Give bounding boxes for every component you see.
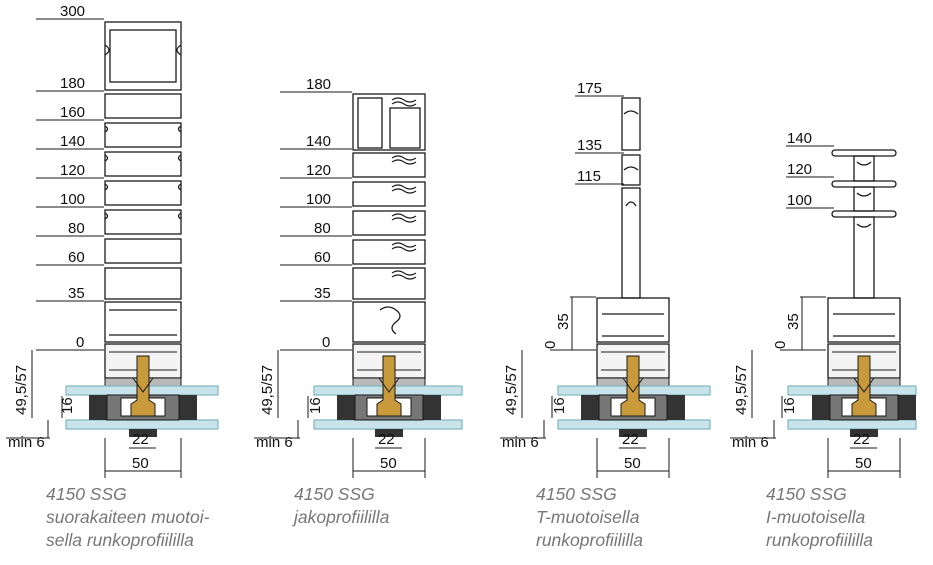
frame-height-dim: 49,5/57 [503, 365, 520, 415]
column-4-dimensions: 49,5/57 16 min 6 22 50 [730, 350, 901, 478]
caption-line: sella runkoprofiililla [46, 530, 194, 550]
inner-width-dim: 22 [132, 431, 149, 448]
caption-column-4: 4150 SSG I-muotoisella runkoprofiililla [766, 483, 873, 552]
level-label: 115 [577, 168, 601, 185]
caption-line: 4150 SSG [766, 484, 847, 504]
column-3-drawing: 175 135 115 35 0 [542, 80, 670, 351]
level-label: 100 [306, 191, 331, 208]
level-label: 80 [68, 220, 85, 237]
level-label: 140 [787, 130, 812, 147]
level-label: 80 [314, 220, 331, 237]
column-3-level-lines [550, 95, 624, 351]
caption-column-3: 4150 SSG T-muotoisella runkoprofiililla [536, 483, 643, 552]
caption-line: runkoprofiililla [536, 530, 643, 550]
level-label: 120 [306, 162, 331, 179]
level-label-rotated: 0 [542, 341, 559, 349]
caption-line: runkoprofiililla [766, 530, 873, 550]
level-label: 0 [76, 334, 84, 351]
column-4-drawing: 140 120 100 35 0 [772, 130, 901, 351]
level-label: 175 [577, 80, 602, 97]
caption-line: 4150 SSG [46, 484, 127, 504]
level-label: 140 [306, 133, 331, 150]
column-2-dimensions: 49,5/57 16 min 6 22 50 [254, 350, 426, 478]
min-gap-dim: min 6 [256, 434, 293, 451]
seal-dim: 16 [307, 397, 324, 414]
min-gap-dim: min 6 [732, 434, 769, 451]
frame-height-dim: 49,5/57 [259, 365, 276, 415]
caption-line: jakoprofiililla [294, 507, 390, 527]
level-label-rotated: 35 [555, 313, 572, 330]
outer-width-dim: 50 [624, 455, 641, 472]
level-label: 60 [68, 249, 85, 266]
column-4-level-lines [780, 145, 834, 351]
column-1-level-lines [36, 18, 104, 351]
glazing-assembly [313, 343, 463, 437]
column-1-drawing: 300 180 160 140 120 100 80 60 35 0 [36, 3, 182, 351]
column-2-drawing: 180 140 120 100 80 60 35 0 [280, 76, 426, 351]
level-label: 160 [60, 104, 85, 121]
frame-height-dim: 49,5/57 [733, 365, 750, 415]
column-3-dimensions: 49,5/57 16 min 6 22 50 [500, 350, 670, 478]
level-label: 180 [306, 76, 331, 93]
caption-line: I-muotoisella [766, 507, 866, 527]
level-label: 35 [68, 285, 85, 302]
seal-dim: 16 [59, 397, 76, 414]
level-label-rotated: 35 [785, 313, 802, 330]
column-3-profile [596, 97, 670, 343]
level-label: 120 [60, 162, 85, 179]
glazing-assembly [557, 343, 711, 437]
caption-line: T-muotoisella [536, 507, 640, 527]
level-label: 100 [60, 191, 85, 208]
seal-dim: 16 [781, 397, 798, 414]
outer-width-dim: 50 [380, 455, 397, 472]
column-1-dimensions: 49,5/57 16 min 6 22 50 [6, 350, 182, 478]
outer-width-dim: 50 [855, 455, 872, 472]
glazing-assembly [787, 343, 917, 437]
level-label: 0 [322, 334, 330, 351]
min-gap-dim: min 6 [502, 434, 539, 451]
level-label: 135 [577, 137, 602, 154]
level-label: 100 [787, 192, 812, 209]
frame-height-dim: 49,5/57 [13, 365, 30, 415]
level-label: 120 [787, 161, 812, 178]
outer-width-dim: 50 [132, 455, 149, 472]
level-label: 180 [60, 75, 85, 92]
level-label: 140 [60, 133, 85, 150]
glazing-assembly [65, 343, 219, 437]
level-label: 60 [314, 249, 331, 266]
column-1-profile [104, 21, 182, 343]
caption-line: suorakaiteen muotoi- [46, 507, 210, 527]
caption-line: 4150 SSG [536, 484, 617, 504]
seal-dim: 16 [551, 397, 568, 414]
glazing-assemblies [65, 343, 917, 437]
column-2-profile [352, 93, 426, 343]
inner-width-dim: 22 [622, 431, 639, 448]
inner-width-dim: 22 [853, 431, 870, 448]
level-label-rotated: 0 [772, 341, 789, 349]
column-4-profile [827, 149, 901, 343]
column-2-clip-springs [391, 97, 417, 280]
level-label: 35 [314, 285, 331, 302]
caption-line: 4150 SSG [294, 484, 375, 504]
min-gap-dim: min 6 [8, 434, 45, 451]
inner-width-dim: 22 [378, 431, 395, 448]
caption-column-1: 4150 SSG suorakaiteen muotoi- sella runk… [46, 483, 209, 552]
level-label: 300 [60, 3, 85, 20]
column-2-level-lines [280, 91, 352, 351]
caption-column-2: 4150 SSG jakoprofiililla [294, 483, 389, 529]
